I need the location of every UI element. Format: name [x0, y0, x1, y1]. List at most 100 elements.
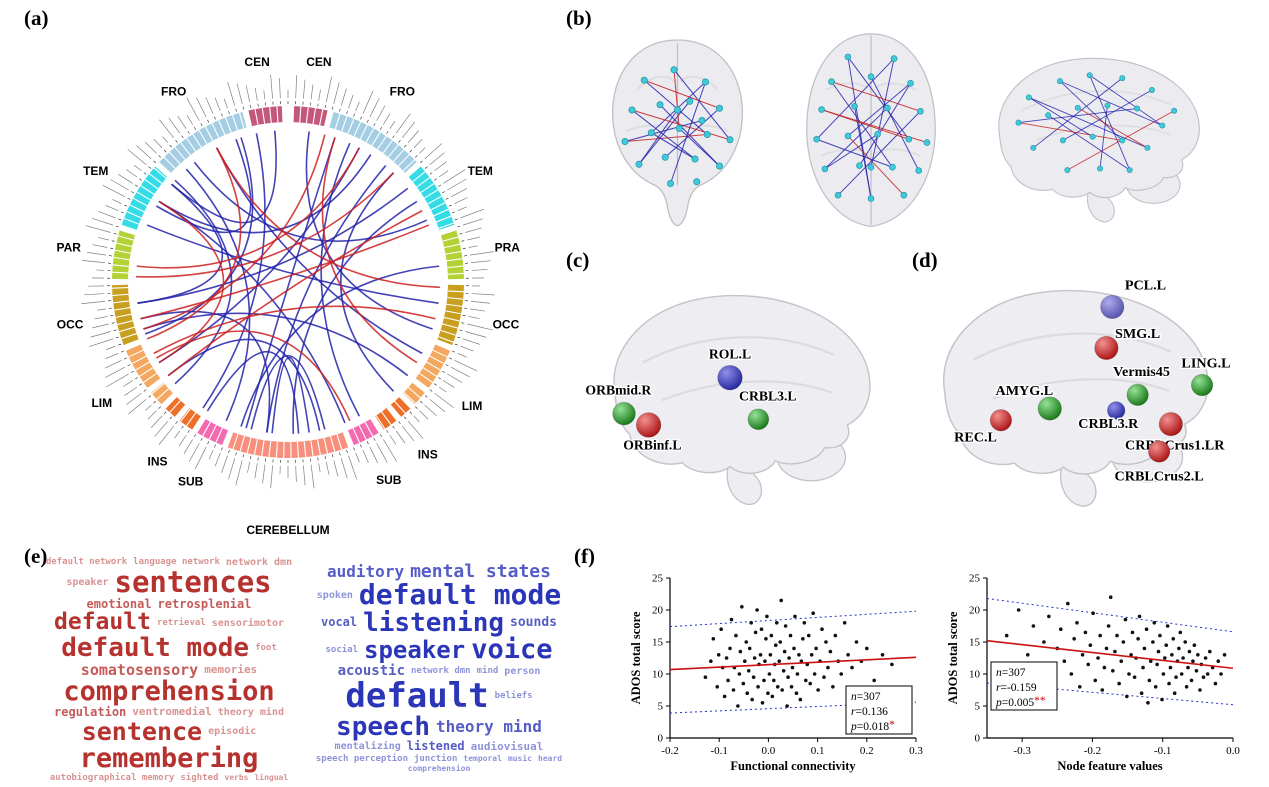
- wordcloud-term: speech: [336, 711, 430, 742]
- wordcloud-term: beliefs: [494, 691, 533, 702]
- svg-text:p=0.005**: p=0.005**: [995, 695, 1046, 709]
- panel-label-b: (b): [566, 6, 592, 30]
- wordcloud-term: retrieval: [156, 617, 206, 628]
- wordcloud-term: mental states: [410, 561, 551, 583]
- svg-text:CEN: CEN: [306, 55, 331, 69]
- wordcloud-term: comprehension: [63, 676, 275, 708]
- svg-text:TEM: TEM: [83, 164, 108, 178]
- svg-text:0.1: 0.1: [811, 745, 825, 757]
- svg-text:ROL.L: ROL.L: [709, 347, 751, 362]
- svg-text:Node feature values: Node feature values: [1057, 759, 1162, 773]
- wordcloud-term: remembering: [79, 742, 259, 774]
- svg-text:CEREBELLUM: CEREBELLUM: [246, 523, 329, 537]
- svg-text:LIM: LIM: [462, 399, 483, 413]
- wordcloud-red: default network language network network d…: [34, 558, 304, 782]
- wordcloud-term: theory mind: [435, 717, 542, 737]
- wordcloud-term: person: [504, 665, 541, 677]
- wordcloud-term: speaker: [66, 577, 109, 589]
- wordcloud-term: spoken: [316, 589, 353, 601]
- svg-text:5: 5: [975, 701, 981, 713]
- wordcloud-term: emotional: [86, 596, 152, 611]
- svg-text:0.2: 0.2: [860, 745, 874, 757]
- svg-text:ADOS total score: ADOS total score: [629, 611, 643, 704]
- wordcloud-term: default mode: [61, 633, 250, 664]
- wordcloud-term: default network: [45, 557, 128, 568]
- svg-text:REC.L: REC.L: [954, 430, 997, 446]
- svg-text:PAR: PAR: [57, 240, 82, 254]
- wordcloud-term: regulation: [54, 704, 127, 719]
- panel-label-f: (f): [574, 544, 595, 568]
- svg-text:PCL.L: PCL.L: [1125, 277, 1166, 293]
- svg-text:0: 0: [658, 733, 664, 745]
- wordcloud-term: social: [325, 645, 359, 655]
- wordcloud-term: verbs: [224, 773, 249, 783]
- wordcloud-term: retrosplenial: [157, 596, 252, 611]
- svg-text:10: 10: [969, 669, 981, 681]
- svg-text:CRBL3.L: CRBL3.L: [739, 388, 797, 403]
- svg-text:-0.1: -0.1: [1154, 745, 1171, 757]
- svg-text:0.0: 0.0: [762, 745, 776, 757]
- svg-text:25: 25: [969, 573, 981, 585]
- wordcloud-term: autobiographical memory: [49, 772, 175, 783]
- svg-text:FRO: FRO: [390, 85, 415, 99]
- wordcloud-term: theory mind: [217, 706, 284, 718]
- wordcloud-term: listening: [363, 607, 505, 638]
- wordcloud-term: default: [345, 676, 489, 717]
- wordcloud-term: junction: [414, 753, 458, 764]
- svg-text:INS: INS: [418, 448, 438, 462]
- wordcloud-term: listened: [406, 739, 465, 754]
- wordcloud-term: sentences: [114, 565, 272, 600]
- panel-label-c: (c): [566, 248, 590, 272]
- wordcloud-term: network dmn: [225, 556, 293, 568]
- svg-text:r=0.136: r=0.136: [851, 706, 888, 718]
- svg-text:25: 25: [652, 573, 664, 585]
- svg-text:INS: INS: [148, 455, 168, 469]
- glass-brain-top: [806, 33, 936, 228]
- svg-text:PRA: PRA: [495, 240, 521, 254]
- wordcloud-term: audiovisual: [470, 739, 544, 753]
- wordcloud-term: vocal: [321, 615, 358, 630]
- wordcloud-term: sentence: [81, 717, 203, 747]
- svg-text:LIM: LIM: [91, 396, 112, 410]
- svg-text:r=-0.159: r=-0.159: [996, 682, 1037, 694]
- wordcloud-term: acoustic: [337, 663, 405, 680]
- svg-text:0.0: 0.0: [1226, 745, 1240, 757]
- wordcloud-term: language network: [133, 557, 220, 568]
- brain-d-view: PCL.LSMG.LLING.LVermis45AMYG.LCRBL3.RREC…: [942, 276, 1232, 507]
- svg-text:AMYG.L: AMYG.L: [995, 383, 1053, 399]
- wordcloud-term: network dmn: [411, 666, 471, 677]
- svg-text:n=307: n=307: [996, 667, 1026, 679]
- wordcloud-term: mind: [476, 666, 499, 677]
- wordcloud-term: voice: [471, 634, 553, 666]
- wordcloud-term: memories: [204, 662, 258, 676]
- wordcloud-term: auditory: [327, 562, 405, 582]
- glass-brain-front: [612, 39, 743, 227]
- wordcloud-term: sighted: [180, 772, 219, 783]
- wordcloud-term: ventromedial: [132, 705, 212, 719]
- wordcloud-term: comprehension: [407, 764, 471, 774]
- wordcloud-term: default mode: [358, 578, 562, 612]
- panel-label-d: (d): [912, 248, 938, 272]
- svg-text:-0.3: -0.3: [1013, 745, 1031, 757]
- panel-label-e: (e): [24, 544, 48, 568]
- svg-text:5: 5: [658, 701, 664, 713]
- svg-text:15: 15: [969, 637, 981, 649]
- svg-text:FRO: FRO: [161, 85, 186, 99]
- svg-text:-0.2: -0.2: [1084, 745, 1101, 757]
- svg-text:20: 20: [652, 605, 664, 617]
- svg-text:n=307: n=307: [851, 691, 881, 703]
- wordcloud-term: speaker: [364, 635, 466, 664]
- svg-text:TEM: TEM: [468, 164, 493, 178]
- wordcloud-term: foot: [255, 643, 277, 654]
- wordcloud-term: episodic: [208, 726, 257, 738]
- svg-text:20: 20: [969, 605, 981, 617]
- svg-text:SMG.L: SMG.L: [1115, 326, 1160, 342]
- svg-text:LING.L: LING.L: [1181, 355, 1230, 371]
- wordcloud-term: sounds: [510, 614, 557, 630]
- svg-text:ORBinf.L: ORBinf.L: [623, 438, 681, 453]
